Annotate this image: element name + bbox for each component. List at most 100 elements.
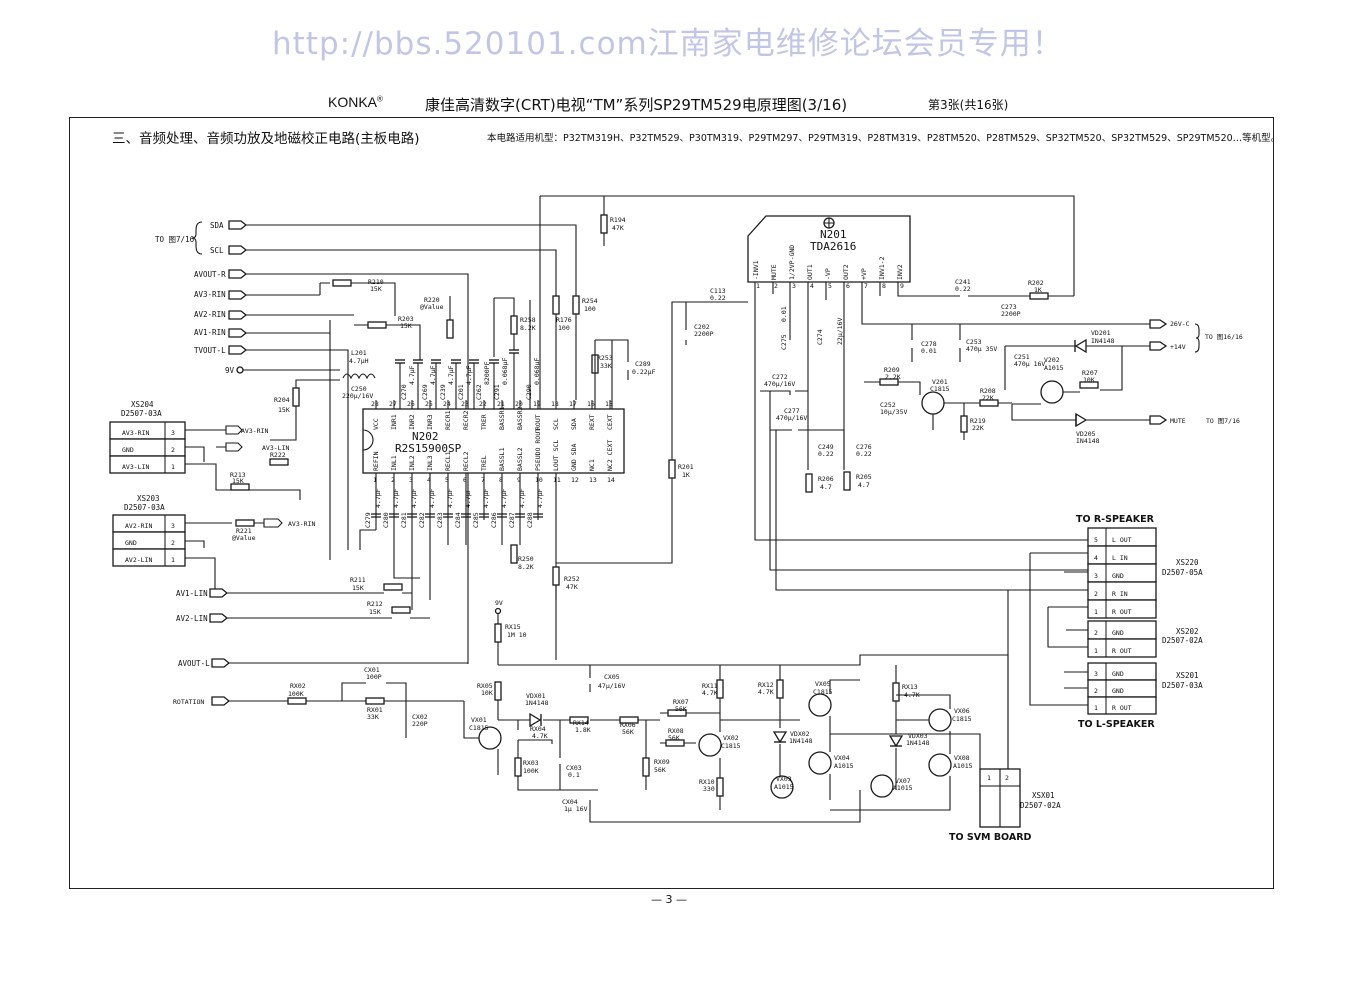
r206-value: 4.7 xyxy=(820,483,832,491)
n202-part: R2S15900SP xyxy=(395,442,462,455)
diode-vdx01 xyxy=(529,712,542,728)
r254-ref: R254 xyxy=(582,297,598,305)
r221-value: @Value xyxy=(232,534,256,542)
mute-label: MUTE xyxy=(1170,417,1186,425)
connector-pin-number: 5 xyxy=(1094,536,1098,544)
brand-label: KONKA® xyxy=(328,94,383,110)
rx08-ref: RX08 xyxy=(668,727,684,735)
n202-pin-name: INR2 xyxy=(408,414,416,430)
n202-pin-number: 8 xyxy=(499,476,503,484)
rx13-ref: RX13 xyxy=(902,683,918,691)
input-wires xyxy=(243,224,577,664)
tvout-l-label: TVOUT-L xyxy=(194,346,226,355)
r212-ref: R212 xyxy=(367,600,383,608)
c253-ref: C253 xyxy=(966,338,982,346)
resistor-rx05 xyxy=(494,681,502,701)
connector-pin-name: GND xyxy=(122,446,134,454)
rx07-ref: RX07 xyxy=(673,698,689,706)
n202-pin-name: REFIN xyxy=(372,451,380,471)
vx03-ref: VX03 xyxy=(776,775,792,783)
n202-pin-name: ROUT xyxy=(534,414,542,430)
inductor-l201 xyxy=(342,373,376,380)
n202-pin-name: CEXT xyxy=(606,414,614,430)
r201-value: 1K xyxy=(682,471,690,479)
resistor-r250 xyxy=(510,544,518,564)
r219-value: 22K xyxy=(972,424,984,432)
bottom-cap-ref: C281 xyxy=(400,512,408,528)
vx07-ref: VX07 xyxy=(895,777,911,785)
n201-surrounding: C113 0.22 C202 2200P C275 0.01 C274 22μ/… xyxy=(685,278,1150,541)
rx05-ref: RX05 xyxy=(477,682,493,690)
c289-value: 0.22μF xyxy=(632,368,656,376)
r205-value: 4.7 xyxy=(858,481,870,489)
n202-bottom-caps: C2794.7μFC2804.7μFC2814.7μFC2824.7μFC283… xyxy=(359,301,748,660)
n202-pin-name: INR1 xyxy=(390,414,398,430)
n201-pin-number: 6 xyxy=(846,282,850,290)
cx03-value: 0.1 xyxy=(568,771,580,779)
rx02-ref: RX02 xyxy=(290,682,306,690)
n201-pin-name: OUT2 xyxy=(842,264,850,280)
n202-pin-name: PSEUDO ROUT xyxy=(534,428,542,471)
cx01-value: 100P xyxy=(366,673,382,681)
diode-vdx02 xyxy=(772,731,788,744)
resistor-r219 xyxy=(960,415,968,433)
av1-rin-label: AV1-RIN xyxy=(194,328,226,337)
sda-label: SDA xyxy=(210,221,224,230)
svm-9v-label: 9V xyxy=(495,599,503,607)
n201-pin-name: -VP xyxy=(824,268,832,280)
n201-pin-name: 1/2VP-GND xyxy=(788,245,796,280)
c250-ref: C250 xyxy=(351,385,367,393)
n202-pin-name: INL2 xyxy=(408,455,416,471)
c272-value: 470μ/16V xyxy=(764,380,795,388)
xs202-ref: XS202 xyxy=(1176,627,1199,636)
c276-ref: C276 xyxy=(856,443,872,451)
c270-ref: C270 xyxy=(400,384,408,400)
n202-pin-number: 27 xyxy=(389,400,397,408)
bottom-cap-value: 4.7μF xyxy=(428,488,436,508)
av1-lin-label: AV1-LIN xyxy=(176,589,208,598)
transistor-vx07 xyxy=(870,774,894,798)
rx10-value: 330 xyxy=(703,785,715,793)
vx05-value: C1815 xyxy=(813,688,833,696)
r201-ref: R201 xyxy=(678,463,694,471)
c291-ref: C291 xyxy=(493,384,501,400)
n202-pin-name: SDA xyxy=(570,418,578,430)
xs204-part: D2507-03A xyxy=(121,409,162,418)
connector-pin-number: 3 xyxy=(171,522,175,530)
c273-value: 2200P xyxy=(1001,310,1021,318)
resistor-r209 xyxy=(879,378,899,386)
rotation-label: ROTATION xyxy=(173,698,204,706)
c113-value: 0.22 xyxy=(710,294,726,302)
vdx01-value: 1N4148 xyxy=(525,699,549,707)
r222-ref: R222 xyxy=(270,451,286,459)
c251-value: 470μ 16V xyxy=(1014,360,1045,368)
n202-pin-name: LOUT SCL xyxy=(552,440,560,471)
n202-pin-name: RECL1 xyxy=(444,451,452,471)
n202-pin-number: 16 xyxy=(587,400,595,408)
r211-value: 15K xyxy=(352,584,364,592)
n202-pin-number: 2 xyxy=(391,476,395,484)
input-coupling-caps: C270 4.7μF C269 4.7μF C239 4.7μF C201 4.… xyxy=(395,297,541,410)
nine-v-label: 9V xyxy=(225,366,235,375)
resistor-rx03 xyxy=(514,757,522,777)
cx02-ref: CX02 xyxy=(412,713,428,721)
r206-ref: R206 xyxy=(818,475,834,483)
n201-pin-name: +VP xyxy=(860,268,868,280)
cx03-ref: CX03 xyxy=(566,764,582,772)
vx01-ref: VX01 xyxy=(471,716,487,724)
n202-pin-name: BASSR1 xyxy=(498,406,506,430)
n201-pin-number: 9 xyxy=(900,282,904,290)
to-16-16-label: TO 图16/16 xyxy=(1205,333,1243,341)
watermark: http://bbs.520101.com江南家电维修论坛会员专用！ xyxy=(272,26,1064,62)
bottom-cap-value: 4.7μF xyxy=(464,488,472,508)
n201-output-caps: C272 470μ/16V C277 470μ/16V C249 0.22 C2… xyxy=(760,373,1088,591)
resistor-rx06 xyxy=(619,716,639,724)
rx15-ref: RX15 xyxy=(505,623,521,631)
v202-value: A1015 xyxy=(1044,364,1064,372)
r258-ref: R258 xyxy=(520,316,536,324)
n201-pin-number: 4 xyxy=(810,282,814,290)
c262-ref: C262 xyxy=(475,384,483,400)
resistor-r213 xyxy=(230,483,250,491)
